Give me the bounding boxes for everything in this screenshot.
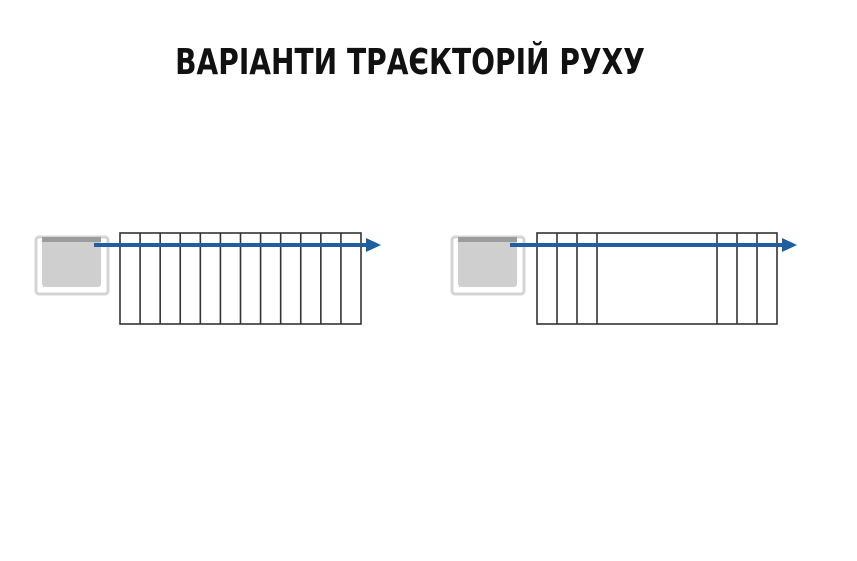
variant-uniform	[34, 232, 381, 325]
segment-grid	[536, 232, 778, 325]
variant-wide-center	[450, 232, 797, 325]
device-top-strip	[458, 237, 517, 242]
page-title: ВАРІАНТИ ТРАЄКТОРІЙ РУХУ	[175, 42, 645, 83]
arrow-head	[366, 238, 381, 252]
trajectory-arrow	[510, 238, 797, 252]
device-body	[458, 240, 517, 287]
device-body	[42, 240, 101, 287]
device-icon	[34, 235, 110, 296]
segment-frame	[536, 232, 778, 325]
segment-grid	[119, 232, 362, 325]
trajectory-arrow	[94, 238, 381, 252]
arrow-head	[782, 238, 797, 252]
device-top-strip	[42, 237, 101, 242]
device-icon	[450, 235, 526, 296]
